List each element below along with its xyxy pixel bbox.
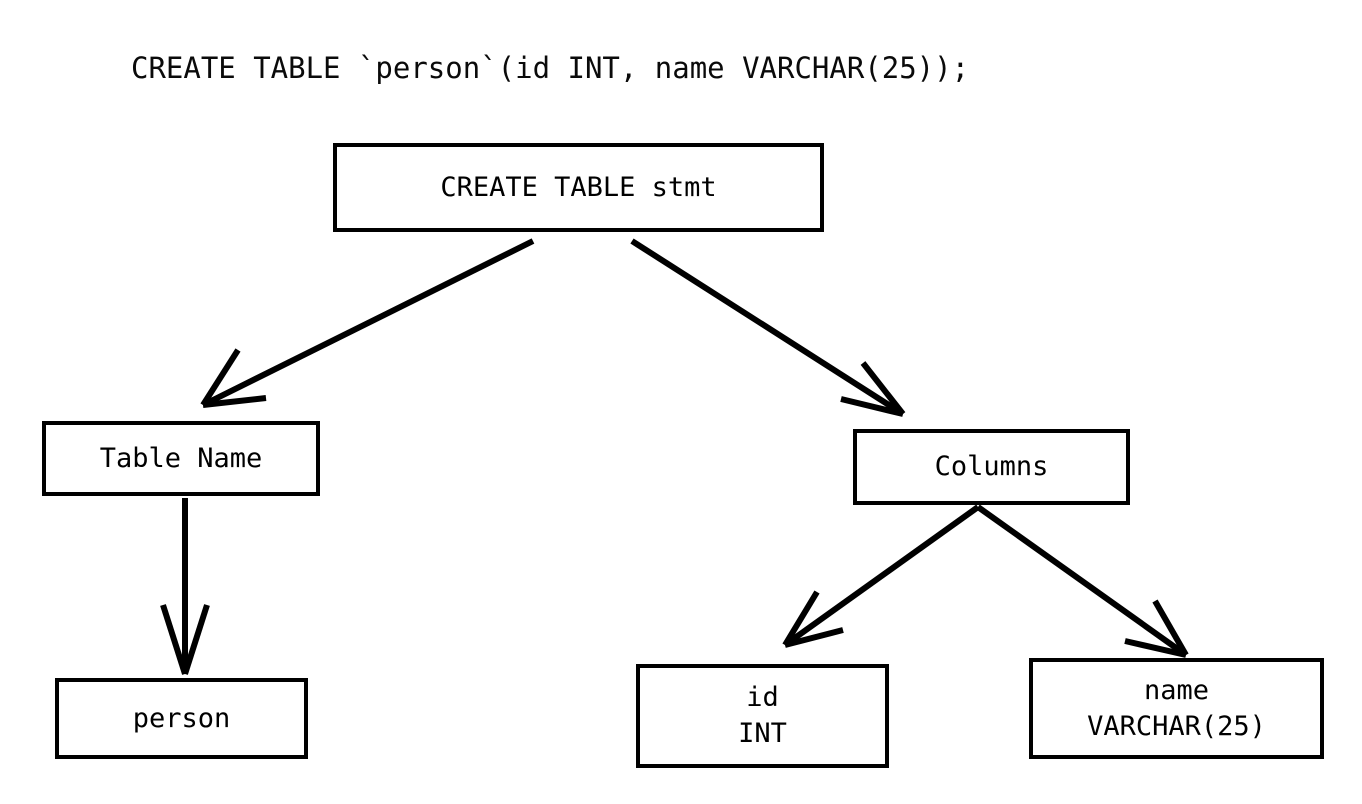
edge-columns-to-column-name (976, 504, 1189, 658)
node-label-primary: id (746, 682, 779, 713)
node-person[interactable]: person (55, 678, 308, 759)
node-label: person (132, 702, 231, 734)
edge-columns-to-column-id (782, 504, 980, 648)
node-label-primary: name (1143, 674, 1210, 706)
sql-statement-title: CREATE TABLE `person`(id INT, name VARCH… (131, 51, 970, 85)
node-column-name[interactable]: name VARCHAR(25) (1029, 658, 1324, 759)
node-table-name[interactable]: Table Name (42, 421, 320, 496)
edge-root-to-columns (630, 238, 906, 417)
node-label: Table Name (99, 442, 263, 474)
node-column-id[interactable]: id INT (636, 664, 889, 768)
node-create-table-stmt[interactable]: CREATE TABLE stmt (333, 143, 824, 232)
node-label: Columns (934, 451, 1049, 482)
node-columns[interactable]: Columns (853, 429, 1130, 505)
node-label-type: INT (738, 718, 787, 749)
edge-table-name-to-person (160, 498, 210, 675)
node-label: CREATE TABLE stmt (440, 171, 717, 203)
edge-root-to-table-name (200, 238, 535, 408)
node-label-type: VARCHAR(25) (1087, 710, 1266, 742)
